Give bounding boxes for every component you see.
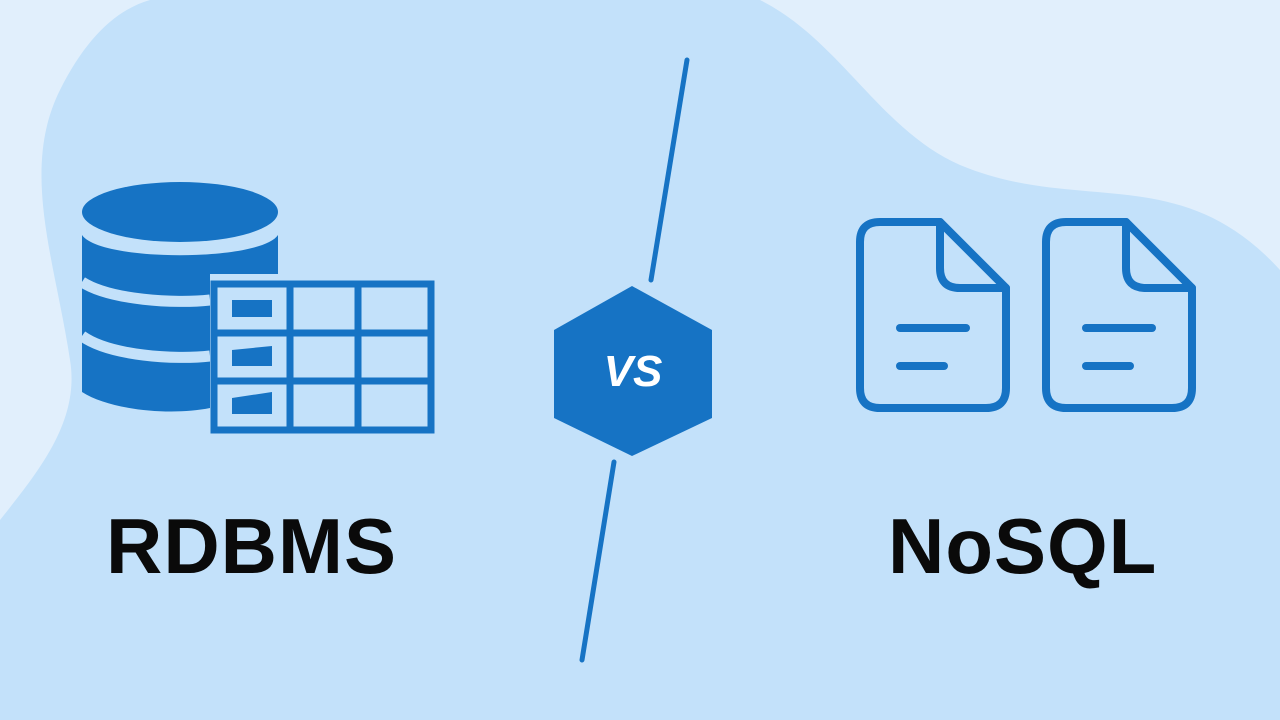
table-cell-mark-2 <box>232 346 272 366</box>
database-body-icon <box>82 235 278 412</box>
database-band-1 <box>79 277 211 307</box>
database-band-2 <box>78 331 211 363</box>
document-icon-1 <box>856 218 1010 412</box>
database-table-icon <box>78 182 435 434</box>
database-top-icon <box>82 182 278 242</box>
table-cell-mark-1 <box>232 300 272 317</box>
rdbms-title: RDBMS <box>106 502 397 590</box>
documents-icon <box>856 218 1196 412</box>
nosql-title: NoSQL <box>888 502 1158 590</box>
document-icon-2 <box>1042 218 1196 412</box>
divider-line-bottom <box>579 459 617 663</box>
hexagon-shape <box>554 286 712 456</box>
table-cell-mark-3 <box>232 392 272 414</box>
vs-badge: VS <box>554 286 712 456</box>
divider-line-top <box>648 57 690 283</box>
vs-badge-text: VS <box>604 347 663 396</box>
